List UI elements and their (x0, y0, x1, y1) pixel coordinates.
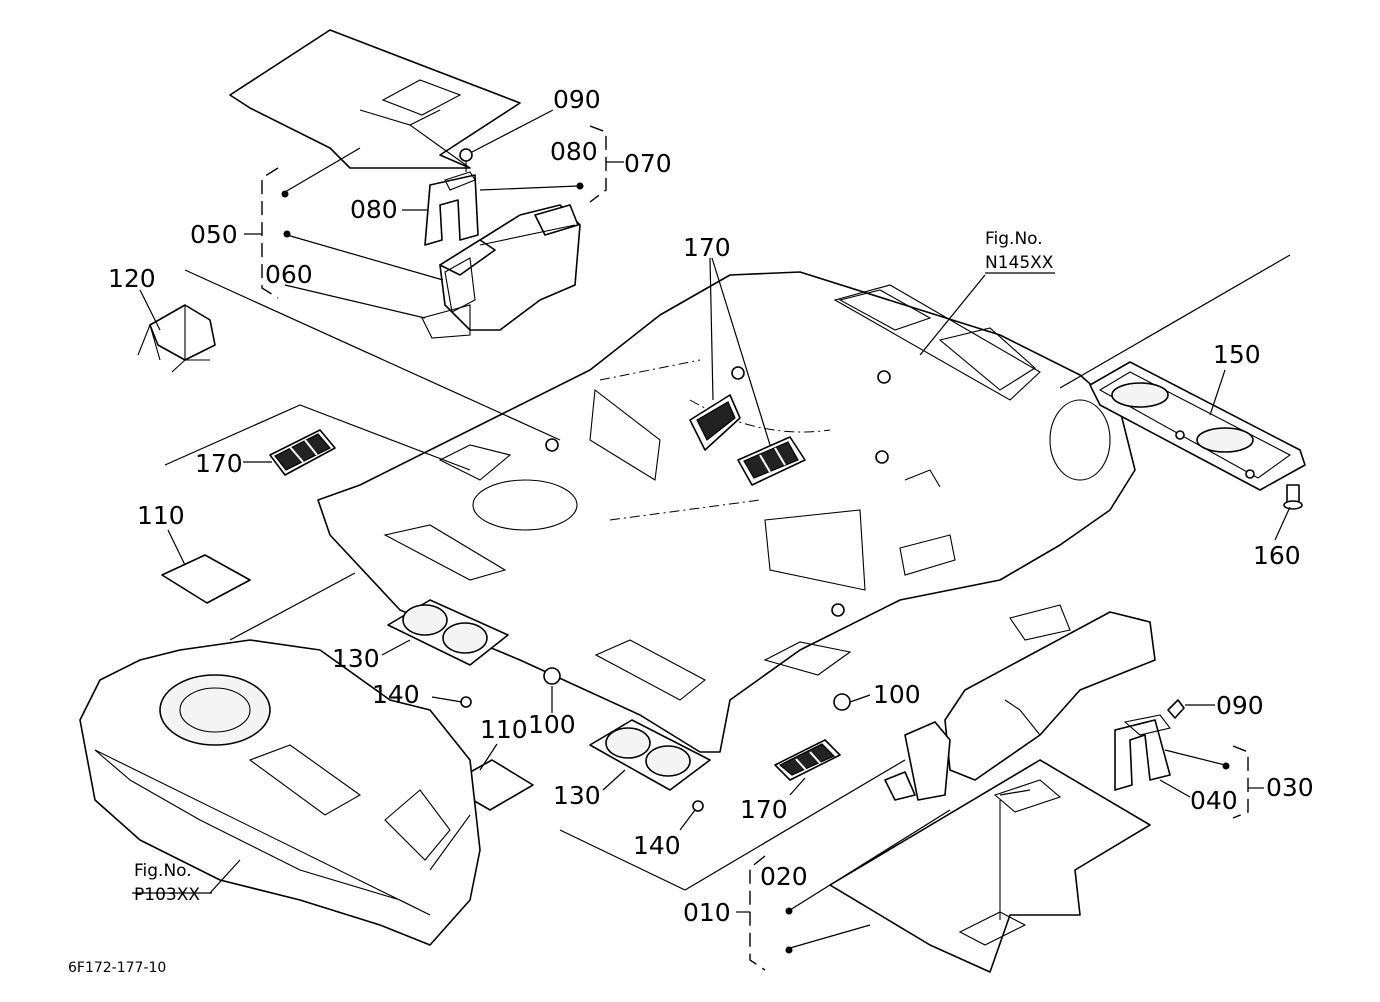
drawing-code: 6F172-177-10 (68, 960, 166, 976)
label-080-top: 080 (550, 137, 598, 166)
dome-light-130-upper (387, 599, 509, 708)
dome-light-130-lower (589, 719, 711, 812)
label-010: 010 (683, 898, 731, 927)
lower-air-duct (884, 604, 1156, 801)
pad-110-upper (161, 554, 251, 604)
bolt-160 (1283, 484, 1303, 510)
insulation-mat-lower (829, 759, 1151, 973)
leader-lines (132, 109, 1291, 949)
insulation-mat-upper (229, 29, 521, 169)
label-130-lower: 130 (553, 781, 601, 810)
label-080-left: 080 (350, 195, 398, 224)
label-100-left: 100 (528, 710, 576, 739)
label-060: 060 (265, 260, 313, 289)
label-050: 050 (190, 220, 238, 249)
label-160: 160 (1253, 541, 1301, 570)
hvac-blower-unit (79, 639, 481, 946)
label-030: 030 (1266, 773, 1314, 802)
label-120: 120 (108, 264, 156, 293)
label-170-left: 170 (195, 449, 243, 478)
louver-170-center-b (737, 436, 806, 486)
clip-100-right (833, 693, 851, 711)
group-bracket-030 (1232, 745, 1249, 819)
label-150: 150 (1213, 340, 1261, 369)
roof-headliner (317, 271, 1136, 753)
duct-clip-upper (424, 148, 479, 246)
figref-p103-line1: Fig.No. (134, 861, 192, 881)
louver-170-left (269, 429, 336, 476)
figref-p103-line2: P103XX (134, 885, 200, 905)
clip-100-left (543, 667, 561, 685)
label-170-top: 170 (683, 233, 731, 262)
label-170-lower: 170 (740, 795, 788, 824)
label-020: 020 (760, 862, 808, 891)
label-070: 070 (624, 149, 672, 178)
label-140-lower: 140 (633, 831, 681, 860)
label-110-lower: 110 (480, 715, 528, 744)
upper-air-duct (421, 204, 581, 339)
figref-n145-line1: Fig.No. (985, 229, 1043, 249)
louver-170-lower (774, 739, 841, 781)
label-130-upper: 130 (332, 644, 380, 673)
louver-170-center-a (689, 394, 741, 451)
label-100-right: 100 (873, 680, 921, 709)
label-040: 040 (1190, 786, 1238, 815)
label-090-top: 090 (553, 85, 601, 114)
duct-clip-lower (1114, 699, 1185, 791)
label-110-upper: 110 (137, 501, 185, 530)
group-bracket-070 (589, 125, 607, 203)
label-140-upper: 140 (372, 680, 420, 709)
group-bracket-010 (749, 855, 766, 971)
group-bracket-050 (261, 167, 279, 299)
label-090-right: 090 (1216, 691, 1264, 720)
rear-grille-150 (1089, 361, 1306, 491)
figref-n145-line2: N145XX (985, 253, 1054, 273)
bracket-120 (137, 304, 216, 373)
